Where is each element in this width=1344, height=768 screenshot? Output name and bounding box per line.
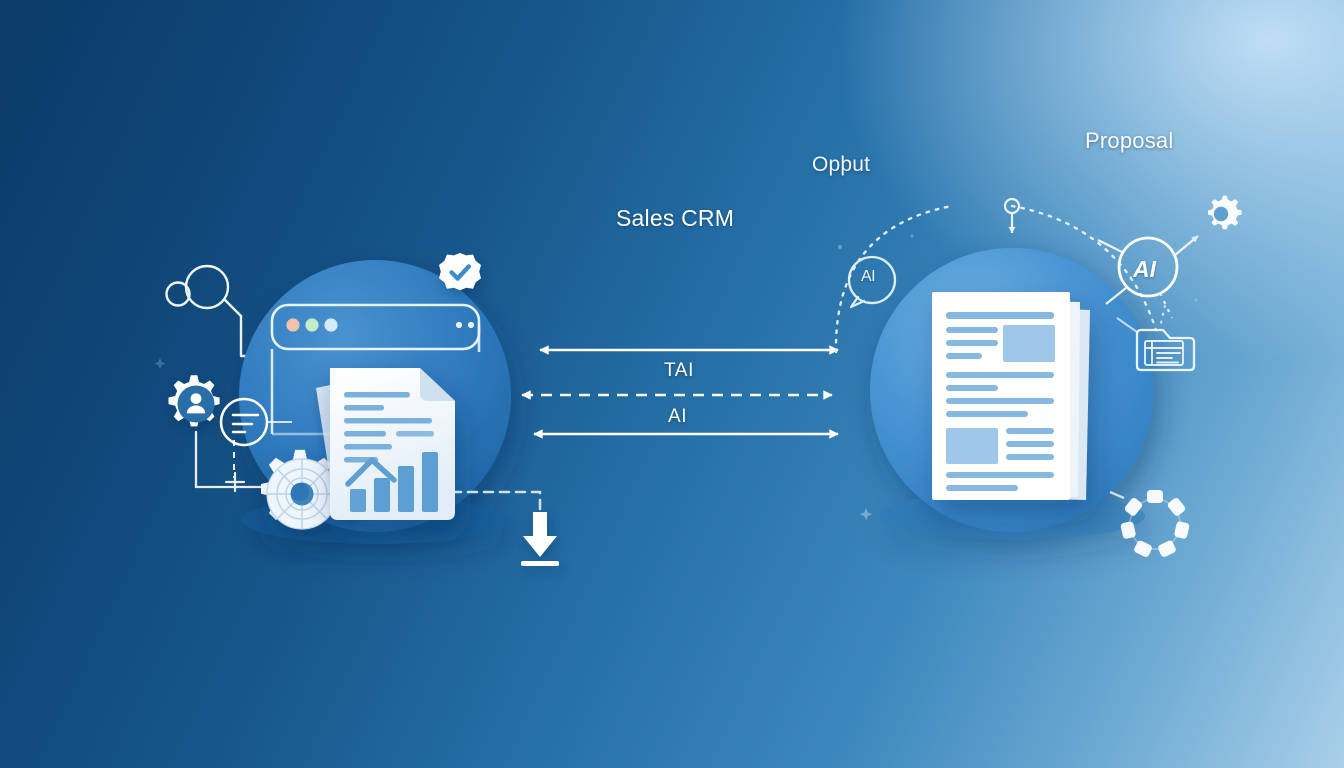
dashed-ring-icon — [1109, 490, 1190, 557]
drop-arrow-top — [1003, 197, 1021, 234]
report-bar-chart — [345, 452, 438, 512]
document-chart-icon — [330, 368, 455, 520]
label-proposal: Proposal — [1085, 128, 1174, 153]
sales-crm-disc — [239, 260, 511, 544]
gear-icon — [261, 449, 339, 530]
label-arrow-bottom: AI — [668, 406, 688, 427]
report-text-lines — [344, 392, 434, 463]
list-circle-icon — [219, 397, 292, 447]
gear-icon-topright — [1208, 195, 1242, 230]
ai-bubble-label: AI — [861, 268, 876, 285]
document-stack-icon — [932, 292, 1090, 500]
verified-badge-icon — [439, 253, 481, 291]
label-arrow-top: TAI — [664, 360, 694, 381]
user-gear-icon — [168, 375, 220, 427]
label-output: Opþut — [812, 153, 871, 176]
proposal-disc — [870, 248, 1154, 540]
browser-traffic-lights — [286, 318, 475, 332]
label-sales-crm: Sales CRM — [616, 205, 735, 231]
download-arrow-icon — [521, 512, 559, 566]
proposal-text-lines — [946, 312, 1055, 491]
ai-circle-label: AI — [1133, 256, 1156, 282]
folder-table-icon — [1116, 304, 1196, 372]
arc-dotted-left — [834, 204, 954, 354]
node-circles-icon — [165, 264, 274, 358]
browser-window-icon — [270, 303, 481, 436]
report-back-page — [316, 372, 412, 516]
